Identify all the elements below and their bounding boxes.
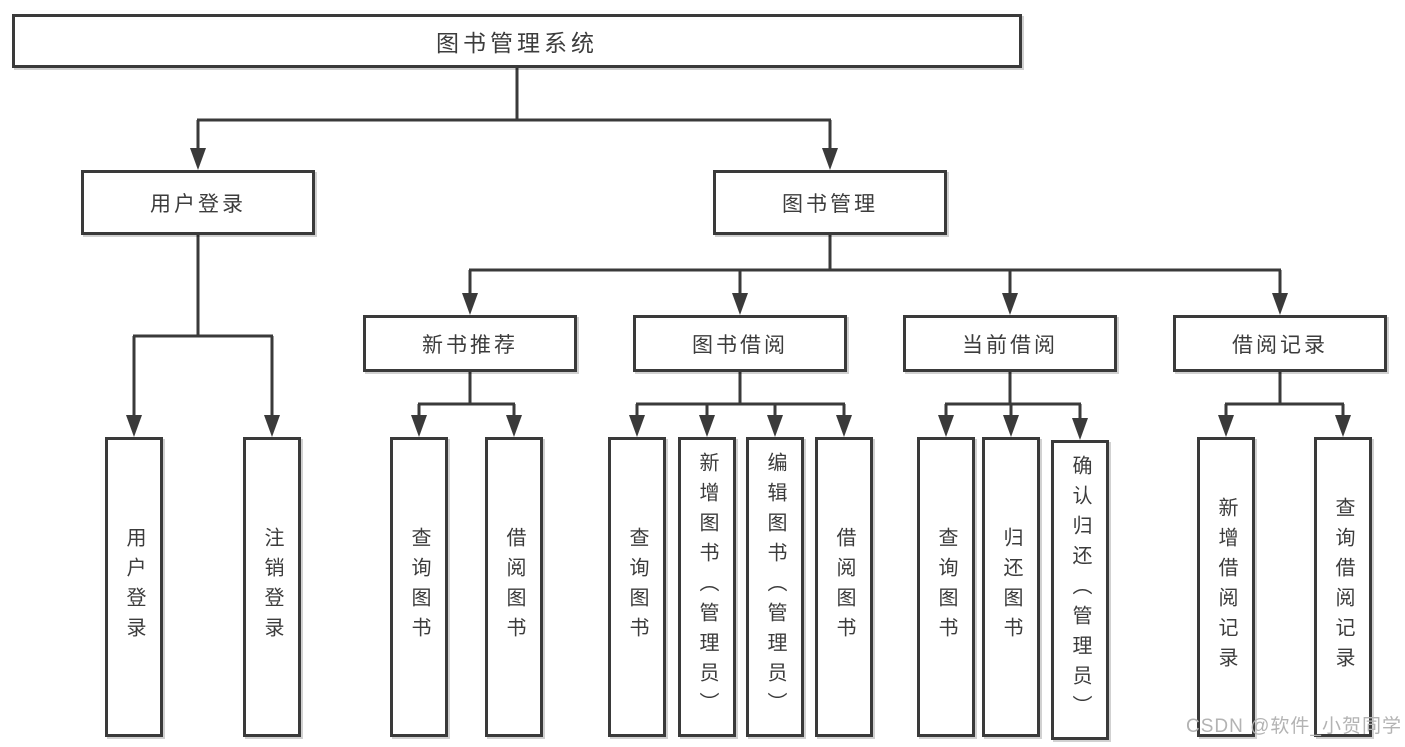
leaf-return-books: 归还图书 (982, 437, 1040, 737)
node-borrowing-records: 借阅记录 (1173, 315, 1387, 372)
leaf-query-books-current: 查询图书 (917, 437, 975, 737)
node-book-management: 图书管理 (713, 170, 947, 235)
arrowheads (126, 148, 1351, 440)
leaf-user-login: 用户登录 (105, 437, 163, 737)
leaf-logout: 注销登录 (243, 437, 301, 737)
node-book-borrowing: 图书借阅 (633, 315, 847, 372)
leaf-borrow-books-recommend: 借阅图书 (485, 437, 543, 737)
node-library-management-system: 图书管理系统 (12, 14, 1022, 68)
node-new-book-recommend: 新书推荐 (363, 315, 577, 372)
leaf-confirm-return-admin: 确认归还（管理员） (1051, 440, 1109, 740)
csdn-watermark: CSDN @软件_小贺同学 (1186, 716, 1402, 737)
node-user-login: 用户登录 (81, 170, 315, 235)
leaf-edit-books-admin: 编辑图书（管理员） (746, 437, 804, 737)
node-current-borrowing: 当前借阅 (903, 315, 1117, 372)
leaf-borrow-books-borrowing: 借阅图书 (815, 437, 873, 737)
leaf-query-borrow-record: 查询借阅记录 (1314, 437, 1372, 737)
leaf-add-books-admin: 新增图书（管理员） (678, 437, 736, 737)
leaf-query-books-recommend: 查询图书 (390, 437, 448, 737)
connector-segments (132, 68, 1345, 420)
leaf-query-books-borrowing: 查询图书 (608, 437, 666, 737)
leaf-add-borrow-record: 新增借阅记录 (1197, 437, 1255, 737)
